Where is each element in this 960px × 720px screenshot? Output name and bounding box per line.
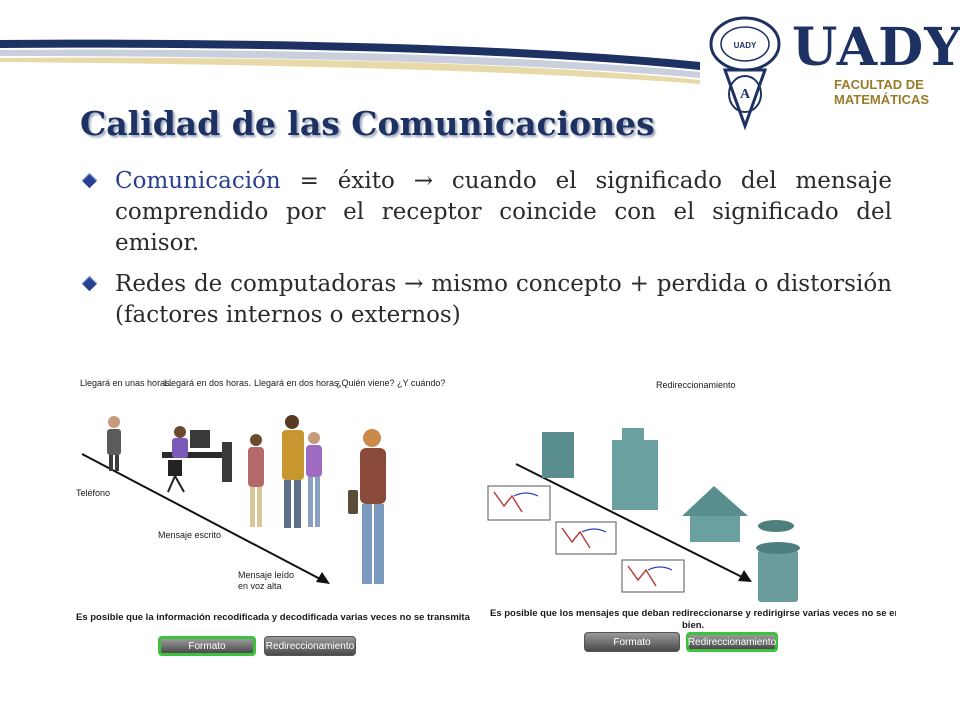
bullet-item: Comunicación = éxito → cuando el signifi… (80, 166, 892, 259)
figure-message-chain: Llegará en unas horas. Llegará en dos ho… (72, 372, 495, 664)
caption-3: Llegará en dos horas. (254, 378, 341, 388)
slide-title: Calidad de las Comunicaciones (80, 104, 655, 143)
right-figure-footer-line-1: Es posible que los mensajes que deban re… (490, 608, 896, 619)
trash-can-icon (756, 520, 800, 602)
bullet-text: Redes de computadoras → mismo concepto +… (115, 271, 892, 328)
bullet-highlight: Comunicación (115, 168, 281, 194)
flow-arrow-line (81, 453, 323, 581)
formato-button[interactable]: Formato (158, 636, 256, 656)
message-chain-illustration: Llegará en unas horas. Llegará en dos ho… (76, 378, 495, 623)
diamond-bullet-icon (81, 275, 98, 292)
faculty-line-1: FACULTAD DE (834, 77, 924, 92)
arrow-head-icon (738, 570, 752, 582)
svg-text:A: A (740, 87, 751, 102)
house-icon (682, 486, 748, 542)
bullet-text: = éxito → cuando el significado del mens… (115, 168, 892, 256)
faculty-line-2: MATEMÁTICAS (834, 92, 930, 107)
label-telefono: Teléfono (76, 488, 110, 498)
redirection-illustration: Redireccionamiento (487, 380, 935, 631)
redireccionamiento-button[interactable]: Redireccionamiento (264, 636, 356, 656)
office-building-icon (542, 428, 658, 510)
envelope-icon (487, 485, 685, 593)
person-at-computer-figure (162, 426, 232, 493)
right-figure-footer-line-2: bien. (682, 620, 704, 631)
woman-figure (348, 429, 386, 584)
caption-2: Llegará en dos horas. (164, 378, 251, 388)
caption-4: ¿Quién viene? ¿Y cuándo? (336, 378, 445, 388)
bullet-list: Comunicación = éxito → cuando el signifi… (80, 166, 892, 341)
formato-button[interactable]: Formato (584, 632, 680, 652)
label-en-voz-alta: en voz alta (238, 581, 282, 591)
caption-1: Llegará en unas horas. (80, 378, 172, 388)
arrow-head-icon (316, 572, 330, 584)
left-figure-footer: Es posible que la información recodifica… (76, 612, 472, 623)
svg-text:UADY: UADY (734, 41, 757, 50)
diamond-bullet-icon (81, 172, 98, 189)
university-seal-logo: UADY A (709, 16, 781, 131)
group-of-people-figure (248, 415, 322, 528)
figure-redirection: Redireccionamiento (486, 372, 935, 664)
label-mensaje-escrito: Mensaje escrito (158, 530, 221, 540)
person-on-phone-figure (107, 416, 121, 471)
label-mensaje-leido: Mensaje leído (238, 570, 294, 580)
flow-arrow-line (515, 463, 745, 579)
university-logo-text: UADY (792, 17, 960, 78)
redireccionamiento-button[interactable]: Redireccionamiento (686, 632, 778, 652)
header-swoosh (0, 39, 700, 84)
redirection-heading: Redireccionamiento (656, 380, 736, 390)
bullet-item: Redes de computadoras → mismo concepto +… (80, 269, 892, 331)
